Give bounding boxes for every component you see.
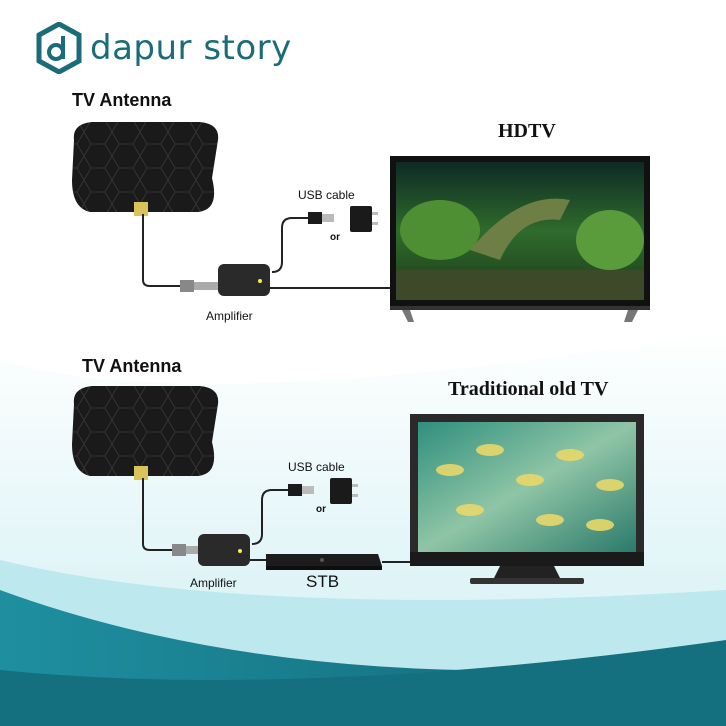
top-usb-cable <box>271 217 308 273</box>
bottom-or-label: or <box>316 504 326 515</box>
stb-label: STB <box>306 572 340 591</box>
set-top-box <box>266 554 382 570</box>
bottom-amplifier <box>198 534 250 566</box>
bottom-amplifier-label: Amplifier <box>190 576 237 590</box>
traditional-tv-label: Traditional old TV <box>448 378 609 400</box>
bottom-wall-adapter <box>330 478 352 504</box>
top-usb-plug <box>322 214 334 222</box>
hdtv-label: HDTV <box>498 120 556 142</box>
bottom-antenna <box>72 386 219 480</box>
top-antenna-cable <box>142 214 180 287</box>
top-wall-adapter <box>350 206 372 232</box>
top-usb-cable-label: USB cable <box>298 188 355 202</box>
hdtv <box>390 156 650 322</box>
top-amplifier <box>218 264 270 296</box>
traditional-tv <box>410 414 644 584</box>
brand-name: dapur story <box>90 28 292 68</box>
brand: dapur story <box>36 22 292 74</box>
bottom-usb-cable <box>251 489 288 545</box>
bottom-amplifier-led <box>238 549 242 553</box>
top-coax-connector <box>194 282 218 290</box>
bottom-usb-plug <box>288 484 302 496</box>
bottom-antenna-cable <box>142 478 180 551</box>
bottom-usb-cable-label: USB cable <box>288 460 345 474</box>
top-antenna <box>72 122 219 216</box>
bottom-coax-connector <box>172 544 186 556</box>
bottom-antenna-label: TV Antenna <box>82 356 182 376</box>
brand-logo-icon <box>36 22 82 74</box>
top-antenna-label: TV Antenna <box>72 90 172 110</box>
top-amplifier-led <box>258 279 262 283</box>
top-or-label: or <box>330 232 340 243</box>
top-amplifier-label: Amplifier <box>206 309 253 323</box>
top-usb-plug <box>308 212 322 224</box>
top-coax-connector <box>180 280 194 292</box>
